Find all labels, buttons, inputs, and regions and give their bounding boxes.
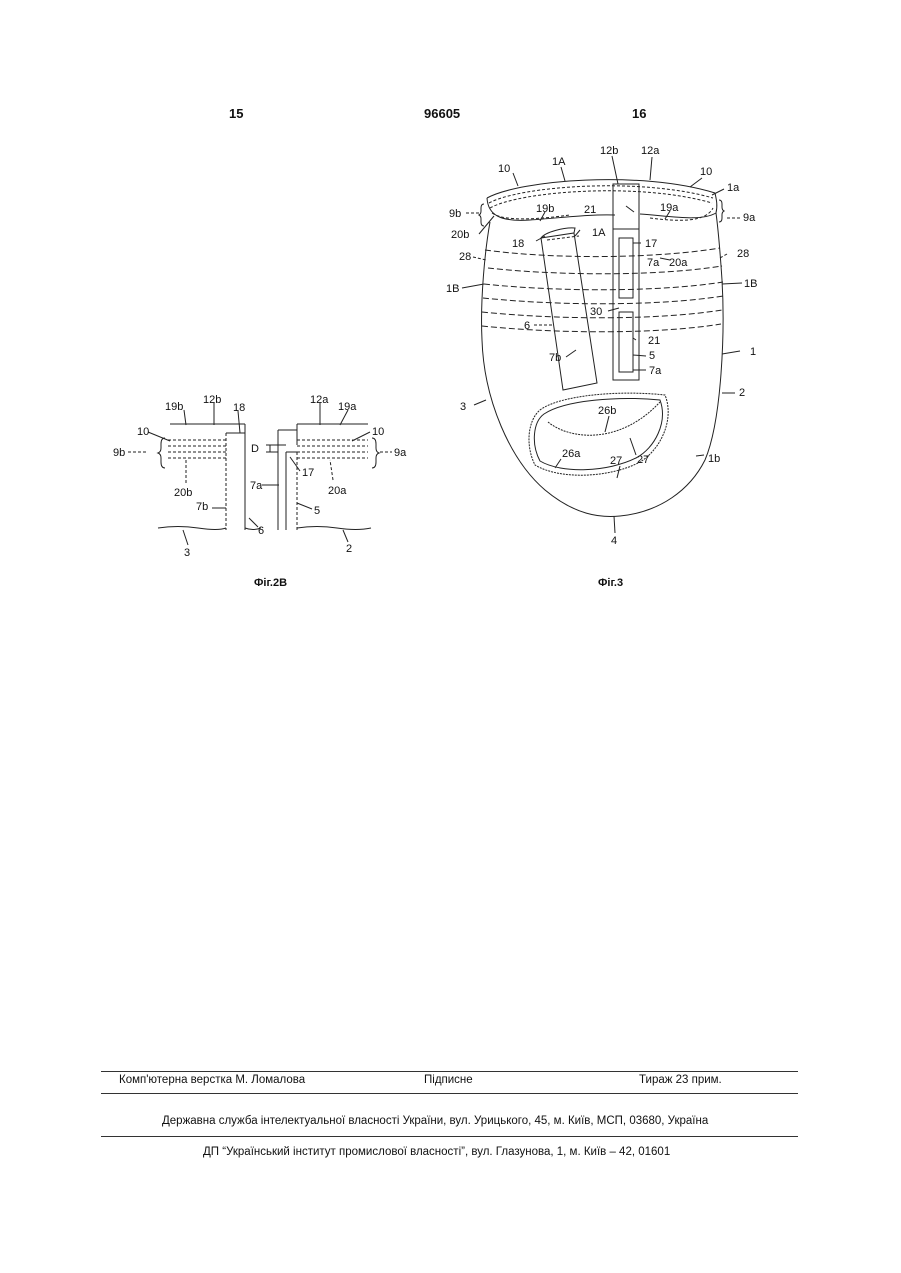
fig3-label-10-right: 10 [700, 166, 712, 178]
fig3-label-21-bot: 21 [648, 335, 660, 347]
fig3-label-28-right: 28 [737, 248, 749, 260]
fig3-label-4: 4 [611, 535, 617, 547]
circulation-note: Тираж 23 прим. [639, 1074, 722, 1086]
fig3-label-20a: 20a [669, 257, 688, 269]
fig3-label-1B-right: 1B [744, 278, 757, 290]
fig3-label-19a: 19a [660, 202, 679, 214]
fig3-label-10-left: 10 [498, 163, 510, 175]
fig3-label-26b: 26b [598, 405, 616, 417]
signed-note: Підписне [424, 1074, 473, 1086]
fig3-label-21-top: 21 [584, 204, 596, 216]
fig3-label-20b: 20b [451, 229, 469, 241]
fig3-label-1: 1 [750, 346, 756, 358]
typesetting-credit: Комп'ютерна верстка М. Ломалова [119, 1074, 305, 1086]
fig3-label-12a: 12a [641, 145, 660, 157]
footer-rule-middle [101, 1093, 798, 1094]
figure-3-caption: Фіг.3 [598, 577, 623, 589]
fig3-label-6: 6 [524, 320, 530, 332]
fig3-label-5: 5 [649, 350, 655, 362]
fig3-label-7a-bot: 7a [649, 365, 662, 377]
fig3-label-27-b: 27 [637, 454, 649, 466]
fig3-label-12b: 12b [600, 145, 618, 157]
fig3-label-1A-top: 1A [552, 156, 566, 168]
fig3-label-9b: 9b [449, 208, 461, 220]
fig3-label-9a: 9a [743, 212, 756, 224]
fig3-label-27-a: 27 [610, 455, 622, 467]
fig3-label-1A-mid: 1A [592, 227, 606, 239]
fig3-label-1b: 1b [708, 453, 720, 465]
fig3-label-30: 30 [590, 306, 602, 318]
fig3-label-1B-left: 1B [446, 283, 459, 295]
fig3-label-2: 2 [739, 387, 745, 399]
fig3-label-19b: 19b [536, 203, 554, 215]
fig3-label-28-left: 28 [459, 251, 471, 263]
fig3-label-7b: 7b [549, 352, 561, 364]
fig3-label-18: 18 [512, 238, 524, 250]
agency-address: Державна служба інтелектуальної власност… [162, 1115, 708, 1127]
footer-rule-top [101, 1071, 798, 1072]
fig3-label-1a: 1a [727, 182, 740, 194]
fig3-label-3: 3 [460, 401, 466, 413]
fig3-label-17: 17 [645, 238, 657, 250]
fig3-label-26a: 26a [562, 448, 581, 460]
footer-rule-bottom [101, 1136, 798, 1137]
institute-address: ДП “Український інститут промислової вла… [203, 1146, 670, 1158]
fig3-label-7a-top: 7a [647, 257, 660, 269]
